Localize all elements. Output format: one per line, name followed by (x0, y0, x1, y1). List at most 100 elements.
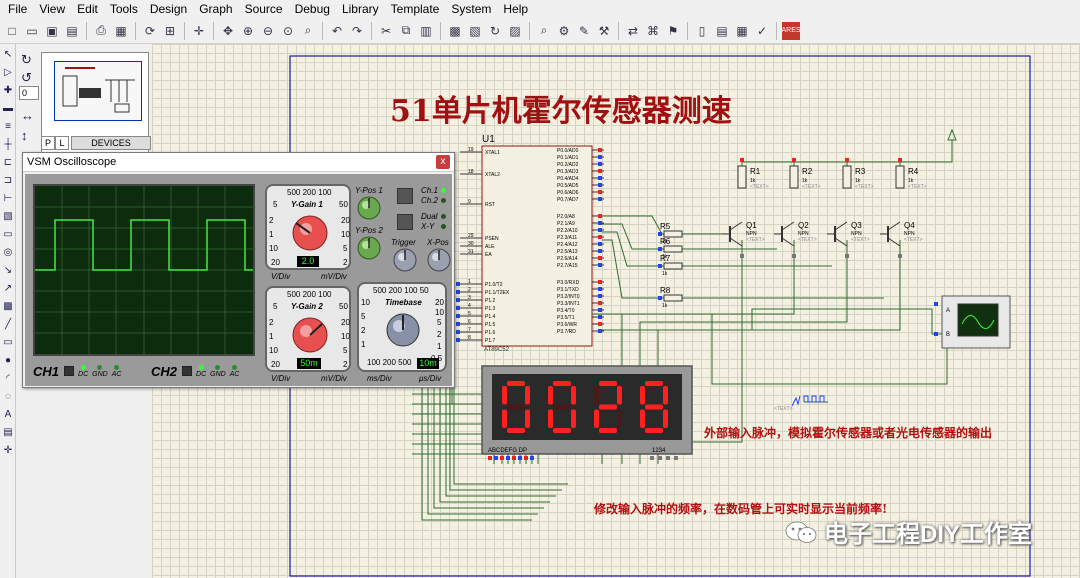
pick-devices-tab[interactable]: P (41, 136, 55, 150)
menu-design[interactable]: Design (149, 2, 188, 16)
menu-source[interactable]: Source (244, 2, 283, 16)
library-manager-tab[interactable]: L (55, 136, 69, 150)
open-icon[interactable]: ▭ (26, 23, 38, 38)
packaging-icon[interactable]: ✎ (578, 23, 590, 38)
block-move-icon[interactable]: ▧ (469, 23, 481, 38)
selection-mode-icon[interactable]: ↖ (3, 49, 13, 60)
arc-mode-icon[interactable]: ◜ (6, 373, 10, 384)
seven-segment-display[interactable]: ABCDEFG DP 1234 (481, 365, 693, 460)
menu-system[interactable]: System (451, 2, 492, 16)
rotate-ccw-icon[interactable]: ↺ (21, 70, 32, 85)
oscilloscope-window[interactable]: VSM Oscilloscope x (22, 152, 455, 388)
resistor-body[interactable] (737, 165, 747, 189)
resistor-body[interactable] (663, 262, 683, 270)
mirror-horizontal-icon[interactable]: ↔ (21, 108, 34, 123)
zoom-area-icon[interactable]: ⌕ (304, 23, 312, 37)
wire-label-mode-icon[interactable]: ▬ (3, 103, 13, 114)
marker-mode-icon[interactable]: ✛ (3, 445, 13, 456)
current-probe-icon[interactable]: ↗ (3, 283, 13, 294)
ch1-dc-option[interactable]: DC (78, 364, 88, 378)
circle-mode-icon[interactable]: ● (4, 355, 12, 366)
line-mode-icon[interactable]: ╱ (4, 319, 12, 330)
ch2-gnd-option[interactable]: GND (210, 364, 226, 378)
block-delete-icon[interactable]: ▨ (509, 23, 521, 38)
generator-mode-icon[interactable]: ◎ (3, 247, 13, 258)
bill-icon[interactable]: ▤ (716, 23, 728, 38)
save-icon[interactable]: ▣ (46, 23, 58, 38)
resistor-body[interactable] (895, 165, 905, 189)
resistor-body[interactable] (663, 294, 683, 302)
decompose-icon[interactable]: ⚒ (598, 23, 610, 38)
menu-library[interactable]: Library (341, 2, 379, 16)
ch2-switch[interactable] (182, 366, 193, 376)
oscilloscope-titlebar[interactable]: VSM Oscilloscope x (23, 153, 454, 172)
menu-graph[interactable]: Graph (199, 2, 233, 16)
symbol-mode-icon[interactable]: ▤ (3, 427, 13, 438)
resistor-body[interactable] (663, 230, 683, 238)
resistor-body[interactable] (663, 245, 683, 253)
voltage-probe-icon[interactable]: ↘ (3, 265, 13, 276)
trigger-knob[interactable] (393, 248, 417, 272)
resistor-body[interactable] (842, 165, 852, 189)
mirror-vertical-icon[interactable]: ↕ (21, 128, 28, 143)
property-tool-icon[interactable]: ⚑ (667, 23, 679, 38)
scope-symbol[interactable]: A B (934, 295, 1011, 349)
rotation-angle-field[interactable]: 0 (19, 86, 39, 100)
ch2-dc-option[interactable]: DC (196, 364, 206, 378)
ch2-ac-option[interactable]: AC (230, 364, 239, 378)
box-mode-icon[interactable]: ▭ (3, 337, 13, 348)
ch-select-button-1[interactable] (397, 188, 413, 204)
ares-icon[interactable]: ARES (781, 21, 801, 40)
origin-icon[interactable]: ✛ (193, 23, 205, 38)
pick-device-icon[interactable]: ⌕ (540, 23, 548, 37)
grid-icon[interactable]: ⊞ (164, 23, 176, 38)
menu-edit[interactable]: Edit (77, 2, 98, 16)
undo-icon[interactable]: ↶ (331, 23, 343, 38)
tape-mode-icon[interactable]: ▭ (3, 229, 13, 240)
print-icon[interactable]: ⎙ (96, 23, 106, 37)
virtual-instrument-icon[interactable]: ▩ (3, 301, 13, 312)
rotate-cw-icon[interactable]: ↻ (21, 52, 32, 67)
ch1-gnd-option[interactable]: GND (92, 364, 108, 378)
copy-icon[interactable]: ⧉ (401, 23, 411, 37)
ch-select-button-2[interactable] (397, 214, 413, 230)
bus-mode-icon[interactable]: ┼ (4, 139, 12, 150)
netlist-icon[interactable]: ▦ (736, 23, 748, 38)
text-mode-icon[interactable]: A (4, 409, 12, 420)
power-terminal[interactable] (947, 128, 957, 141)
menu-view[interactable]: View (39, 2, 66, 16)
menu-tools[interactable]: Tools (109, 2, 138, 16)
menu-template[interactable]: Template (390, 2, 440, 16)
pan-icon[interactable]: ✥ (222, 23, 234, 38)
pulse-generator[interactable]: <TEXT> (774, 395, 825, 412)
path-mode-icon[interactable]: ◌ (5, 391, 11, 402)
cut-icon[interactable]: ✂ (380, 23, 392, 38)
terminal-mode-icon[interactable]: ⊐ (3, 175, 13, 186)
subcircuit-mode-icon[interactable]: ⊏ (3, 157, 13, 168)
block-rotate-icon[interactable]: ↻ (489, 23, 501, 38)
new-icon[interactable]: □ (8, 23, 16, 38)
ypos2-knob[interactable] (357, 236, 381, 260)
paste-icon[interactable]: ▥ (420, 23, 432, 38)
zoom-in-icon[interactable]: ⊕ (242, 23, 254, 38)
electrical-check-icon[interactable]: ✓ (756, 23, 768, 38)
graph-mode-icon[interactable]: ▧ (3, 211, 13, 222)
wire-autoroute-icon[interactable]: ⇄ (627, 23, 639, 38)
ch1-ac-option[interactable]: AC (112, 364, 121, 378)
ygain1-knob[interactable] (291, 214, 329, 252)
device-pin-mode-icon[interactable]: ⊢ (3, 193, 13, 204)
menu-debug[interactable]: Debug (294, 2, 330, 16)
search-tag-icon[interactable]: ⌘ (647, 23, 659, 38)
junction-mode-icon[interactable]: ✚ (3, 85, 13, 96)
ch1-switch[interactable] (64, 366, 75, 376)
block-copy-icon[interactable]: ▩ (449, 23, 461, 38)
ypos1-knob[interactable] (357, 196, 381, 220)
ygain2-knob[interactable] (291, 316, 329, 354)
menu-help[interactable]: Help (503, 2, 529, 16)
timebase-knob[interactable] (385, 312, 421, 348)
mcu-u1[interactable]: U1 XTAL119XTAL218RST9PSEN29ALE30EA31P1.0… (456, 134, 604, 353)
resistor-body[interactable] (789, 165, 799, 189)
print-area-icon[interactable]: ▦ (115, 23, 127, 38)
redo-icon[interactable]: ↷ (351, 23, 363, 38)
make-device-icon[interactable]: ⚙ (558, 23, 570, 38)
